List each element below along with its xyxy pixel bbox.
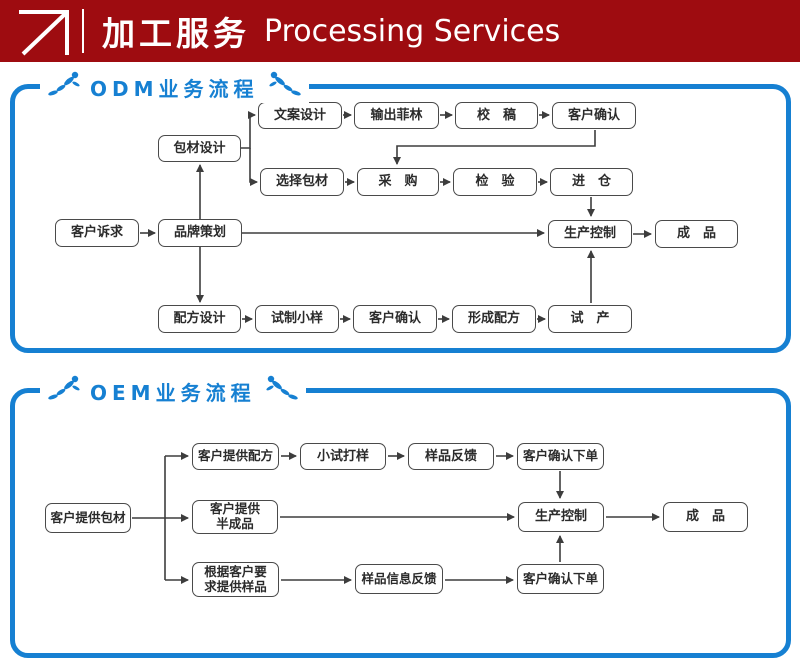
flow-node-shuchu-feilin: 输出菲林 (354, 102, 439, 129)
flow-node-xuanze-baocai: 选择包材 (260, 168, 344, 196)
leaf-ornament-icon (264, 375, 300, 407)
flow-node-pinpai-cehua: 品牌策划 (158, 219, 242, 247)
flow-node-cheng-pin-2: 成 品 (663, 502, 748, 532)
oem-title-text: OEM业务流程 (90, 380, 256, 405)
flow-node-shengchan-kongzhi-1: 生产控制 (548, 220, 632, 248)
odm-title-text: ODM业务流程 (90, 76, 259, 101)
flow-node-kehu-tigong-banchengpin: 客户提供 半成品 (192, 500, 278, 534)
flow-node-baocai-sheji: 包材设计 (158, 135, 241, 162)
flow-node-wenan-sheji: 文案设计 (258, 102, 342, 129)
flow-edge (241, 111, 256, 149)
flow-node-jian-yan: 检 验 (453, 168, 537, 196)
flow-node-yangpin-fankui: 样品反馈 (408, 443, 494, 470)
flow-node-kehu-tigong-peifang: 客户提供配方 (192, 443, 279, 470)
header-divider (82, 9, 84, 53)
oem-panel-title: OEM业务流程 (40, 375, 306, 407)
header-title-en: Processing Services (264, 13, 561, 49)
flow-node-kehu-queren-2: 客户确认 (353, 305, 437, 333)
flow-node-kehu-tigong-baocai: 客户提供包材 (45, 503, 131, 533)
header-banner: 加工服务 Processing Services (0, 0, 800, 62)
flow-node-jin-cang: 进 仓 (550, 168, 633, 196)
flow-node-genju-kehu-yaoqiu: 根据客户要 求提供样品 (192, 562, 279, 597)
flow-node-shizhi-xiaoyang: 试制小样 (255, 305, 339, 333)
flow-node-kehu-queren-xiadan-2: 客户确认下单 (517, 564, 604, 594)
flow-node-kehu-suqiu: 客户诉求 (55, 219, 139, 247)
flow-node-xiaoshi-dayang: 小试打样 (300, 443, 386, 470)
leaf-ornament-icon (46, 375, 82, 407)
flow-node-cai-gou: 采 购 (357, 168, 439, 196)
leaf-ornament-icon (267, 71, 303, 103)
header-title-zh: 加工服务 (102, 14, 250, 53)
flow-node-yangpin-xinxi-fankui: 样品信息反馈 (355, 564, 443, 594)
leaf-ornament-icon (46, 71, 82, 103)
flow-node-shengchan-kongzhi-2: 生产控制 (518, 502, 604, 532)
flow-node-kehu-queren-1: 客户确认 (552, 102, 636, 129)
diagonal-up-right-arrow-icon (0, 0, 82, 62)
flow-node-peifang-sheji: 配方设计 (158, 305, 241, 333)
flow-node-xingcheng-peifang: 形成配方 (452, 305, 536, 333)
odm-panel (10, 84, 791, 353)
flow-edge (393, 130, 596, 165)
oem-panel (10, 388, 791, 658)
flow-node-kehu-queren-xiadan-1: 客户确认下单 (517, 443, 604, 470)
flow-node-shi-chan: 试 产 (548, 305, 632, 333)
odm-panel-title: ODM业务流程 (40, 71, 309, 103)
flow-node-jiao-gao: 校 稿 (455, 102, 538, 129)
flow-edge (249, 148, 258, 186)
flow-node-cheng-pin-1: 成 品 (655, 220, 738, 248)
